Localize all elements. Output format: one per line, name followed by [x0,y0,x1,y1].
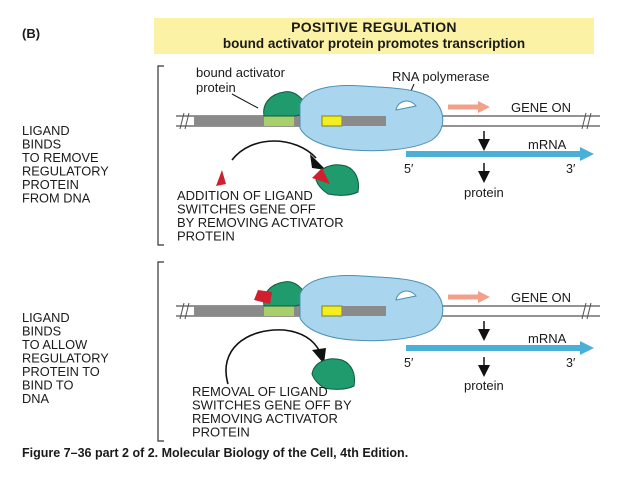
bottom-note-line-4: PROTEIN [192,425,250,440]
bottom-side-label: LIGAND BINDS TO ALLOW REGULATORY PROTEIN… [22,310,112,406]
top-curved-arrowhead [310,154,326,170]
bottom-curved-arrowhead [312,348,326,364]
header-title: POSITIVE REGULATION [291,19,457,35]
bottom-mrna-arrowhead [580,341,594,355]
top-side-line-4: REGULATORY [22,164,109,179]
bottom-note-line-2: SWITCHES GENE OFF BY [192,398,352,413]
bottom-note: REMOVAL OF LIGAND SWITCHES GENE OFF BY R… [192,384,355,440]
header-subtitle: bound activator protein promotes transcr… [222,36,526,51]
activator-label-line-1: bound activator [196,65,286,80]
header-box: POSITIVE REGULATION bound activator prot… [154,18,594,54]
top-side-line-5: PROTEIN [22,177,79,192]
top-note-line-1: ADDITION OF LIGAND [177,188,313,203]
bottom-side-line-4: REGULATORY [22,351,109,366]
top-panel: LIGAND BINDS TO REMOVE REGULATORY PROTEI… [22,65,600,246]
top-bracket [157,65,164,246]
top-gene-on: GENE ON [511,100,571,115]
bottom-mrna-label: mRNA [528,331,567,346]
bottom-dna-in-polymerase [342,306,386,316]
top-note-line-4: PROTEIN [177,229,235,244]
bottom-side-line-7: DNA [22,391,49,406]
top-side-line-1: LIGAND [22,123,70,138]
bottom-panel: LIGAND BINDS TO ALLOW REGULATORY PROTEIN… [22,261,600,442]
top-mrna-label: mRNA [528,137,567,152]
top-transcription-arrowhead [478,101,490,113]
bottom-bracket [157,261,164,442]
top-dna-in-polymerase [342,116,386,126]
bottom-side-line-3: TO ALLOW [22,337,88,352]
top-activator-released [315,164,359,196]
bottom-note-line-3: REMOVING ACTIVATOR [192,411,338,426]
top-five-prime: 5′ [404,162,414,176]
bottom-side-line-1: LIGAND [22,310,70,325]
bottom-protein-label: protein [464,378,504,393]
top-promoter-yellow [321,115,343,127]
top-note-line-3: BY REMOVING ACTIVATOR [177,215,344,230]
bottom-side-line-5: PROTEIN TO [22,364,100,379]
top-ligand-free [216,170,226,186]
panel-label: (B) [22,26,41,41]
top-mrna-arrowhead [580,147,594,161]
top-side-line-2: BINDS [22,137,61,152]
activator-label-line-2: protein [196,80,236,95]
top-curved-arrow [231,140,317,161]
bottom-ligand-bound [254,290,272,304]
top-three-prime: 3′ [566,162,576,176]
bottom-curved-arrow [225,329,321,385]
top-note-line-2: SWITCHES GENE OFF [177,202,316,217]
top-ligand-bound [312,168,330,184]
bottom-five-prime: 5′ [404,356,414,370]
bottom-note-line-1: REMOVAL OF LIGAND [192,384,328,399]
bottom-gene-on: GENE ON [511,290,571,305]
activator-pointer-line [231,93,259,109]
bottom-three-prime: 3′ [566,356,576,370]
top-protein-label: protein [464,185,504,200]
top-side-label: LIGAND BINDS TO REMOVE REGULATORY PROTEI… [22,123,112,206]
bottom-activator-free [311,358,355,390]
figure-caption: Figure 7–36 part 2 of 2. Molecular Biolo… [22,446,409,460]
polymerase-label: RNA polymerase [392,69,490,84]
bottom-promoter-yellow [321,305,343,317]
bottom-side-line-6: BIND TO [22,378,73,393]
bottom-polymerase-notch [395,290,417,301]
top-side-line-3: TO REMOVE [22,150,99,165]
top-note: ADDITION OF LIGAND SWITCHES GENE OFF BY … [177,188,347,244]
top-side-line-6: FROM DNA [22,191,91,206]
top-polymerase-notch [395,100,417,111]
bottom-side-line-2: BINDS [22,324,61,339]
bottom-transcription-arrowhead [478,291,490,303]
